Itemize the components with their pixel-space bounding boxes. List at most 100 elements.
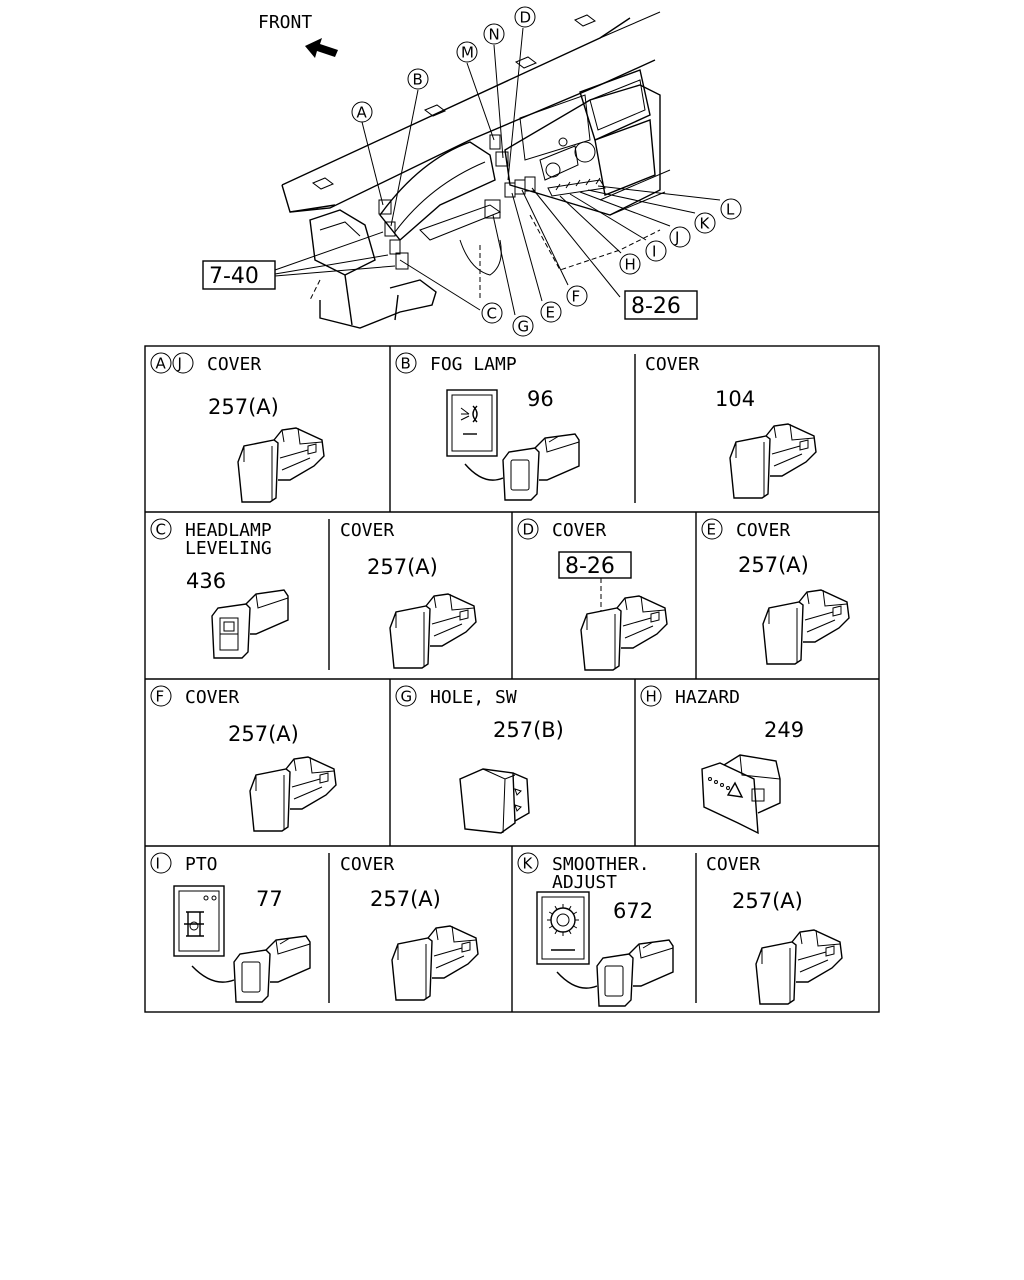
svg-text:J: J	[674, 229, 679, 247]
cell-c-cover: COVER 257(A)	[340, 520, 477, 669]
callout-h: H	[619, 253, 641, 275]
svg-text:D: D	[523, 521, 535, 539]
svg-text:I: I	[156, 855, 160, 873]
ref-box-7-40[interactable]: 7-40	[202, 260, 276, 290]
part-number: 436	[186, 569, 226, 593]
svg-text:K: K	[700, 215, 711, 233]
cell-i-cover: COVER 257(A)	[340, 854, 479, 1001]
part-number: 249	[764, 718, 804, 742]
svg-text:I: I	[652, 243, 656, 261]
svg-text:7-40: 7-40	[209, 264, 259, 289]
svg-text:H: H	[646, 688, 657, 706]
part-number: 257(B)	[493, 718, 564, 742]
callout-d: D	[517, 518, 539, 540]
cell-title: FOG LAMP	[430, 354, 517, 375]
callout-b: B	[407, 68, 429, 90]
svg-text:G: G	[518, 318, 530, 336]
svg-text:C: C	[487, 305, 497, 323]
cell-title: COVER	[645, 354, 699, 375]
svg-text:F: F	[156, 688, 165, 706]
callout-b: B	[395, 352, 417, 374]
cell-title: HOLE, SW	[430, 687, 517, 708]
callout-i: I	[150, 852, 172, 874]
part-number: 96	[527, 387, 554, 411]
svg-text:L: L	[726, 201, 735, 219]
ref-box-8-26[interactable]: 8-26	[624, 290, 698, 320]
cell-title: HAZARD	[675, 687, 740, 708]
callout-a: A	[150, 352, 172, 374]
cell-title: SMOOTHER.	[552, 854, 650, 875]
svg-text:D: D	[520, 9, 532, 27]
svg-text:C: C	[156, 521, 166, 539]
cell-b-cover: COVER 104	[645, 354, 817, 499]
cell-title: COVER	[552, 520, 606, 541]
cell-title: COVER	[185, 687, 239, 708]
cell-title: LEVELING	[185, 538, 272, 559]
callout-a: A	[351, 101, 373, 123]
callout-j: J	[172, 352, 194, 374]
svg-text:E: E	[546, 304, 555, 322]
part-number: 77	[256, 887, 283, 911]
cell-b: B FOG LAMP 96	[395, 352, 580, 501]
svg-text:H: H	[625, 256, 636, 274]
callout-n: N	[483, 23, 505, 45]
callout-e: E	[540, 301, 562, 323]
callout-e: E	[701, 518, 723, 540]
part-number: 257(A)	[228, 722, 299, 746]
svg-text:G: G	[401, 688, 413, 706]
callout-f: F	[150, 685, 172, 707]
callout-k: K	[694, 212, 716, 234]
cell-title: PTO	[185, 854, 218, 875]
callout-g: G	[395, 685, 417, 707]
parts-grid	[144, 345, 880, 1013]
part-number: 257(A)	[208, 395, 279, 419]
callout-m: M	[456, 41, 478, 63]
callout-i: I	[645, 240, 667, 262]
cell-title: COVER	[340, 854, 394, 875]
svg-text:J: J	[177, 355, 182, 373]
callout-h: H	[640, 685, 662, 707]
svg-text:K: K	[523, 855, 534, 873]
svg-text:B: B	[401, 355, 411, 373]
svg-text:8-26: 8-26	[565, 554, 615, 579]
callout-d: D	[514, 6, 536, 28]
callout-c: C	[481, 302, 503, 324]
callout-k: K	[517, 852, 539, 874]
svg-text:E: E	[707, 521, 716, 539]
part-number: 257(A)	[732, 889, 803, 913]
part-number: 257(A)	[370, 887, 441, 911]
svg-text:A: A	[357, 104, 368, 122]
callout-g: G	[512, 315, 534, 337]
part-number: 672	[613, 899, 653, 923]
callout-l: L	[720, 198, 742, 220]
cell-g: G HOLE, SW 257(B)	[395, 685, 564, 834]
svg-text:A: A	[156, 355, 167, 373]
cell-f: F COVER 257(A)	[150, 685, 337, 832]
callout-j: J	[669, 226, 691, 248]
cell-title: HEADLAMP	[185, 520, 272, 541]
callout-c: C	[150, 518, 172, 540]
svg-text:M: M	[461, 44, 474, 62]
part-number: 104	[715, 387, 755, 411]
cell-title: COVER	[207, 354, 261, 375]
part-number: 257(A)	[367, 555, 438, 579]
cell-i: I PTO 77	[150, 852, 311, 1003]
part-number: 257(A)	[738, 553, 809, 577]
cell-d: D COVER 8-26	[517, 518, 668, 671]
svg-text:8-26: 8-26	[631, 294, 681, 319]
front-arrow-icon	[305, 38, 338, 58]
cell-title: COVER	[340, 520, 394, 541]
svg-text:B: B	[413, 71, 423, 89]
ref-box-8-26[interactable]: 8-26	[558, 551, 632, 579]
svg-text:N: N	[489, 26, 500, 44]
front-label: FRONT	[258, 12, 312, 33]
svg-text:F: F	[572, 288, 581, 306]
cell-h: H HAZARD 249	[640, 685, 804, 835]
